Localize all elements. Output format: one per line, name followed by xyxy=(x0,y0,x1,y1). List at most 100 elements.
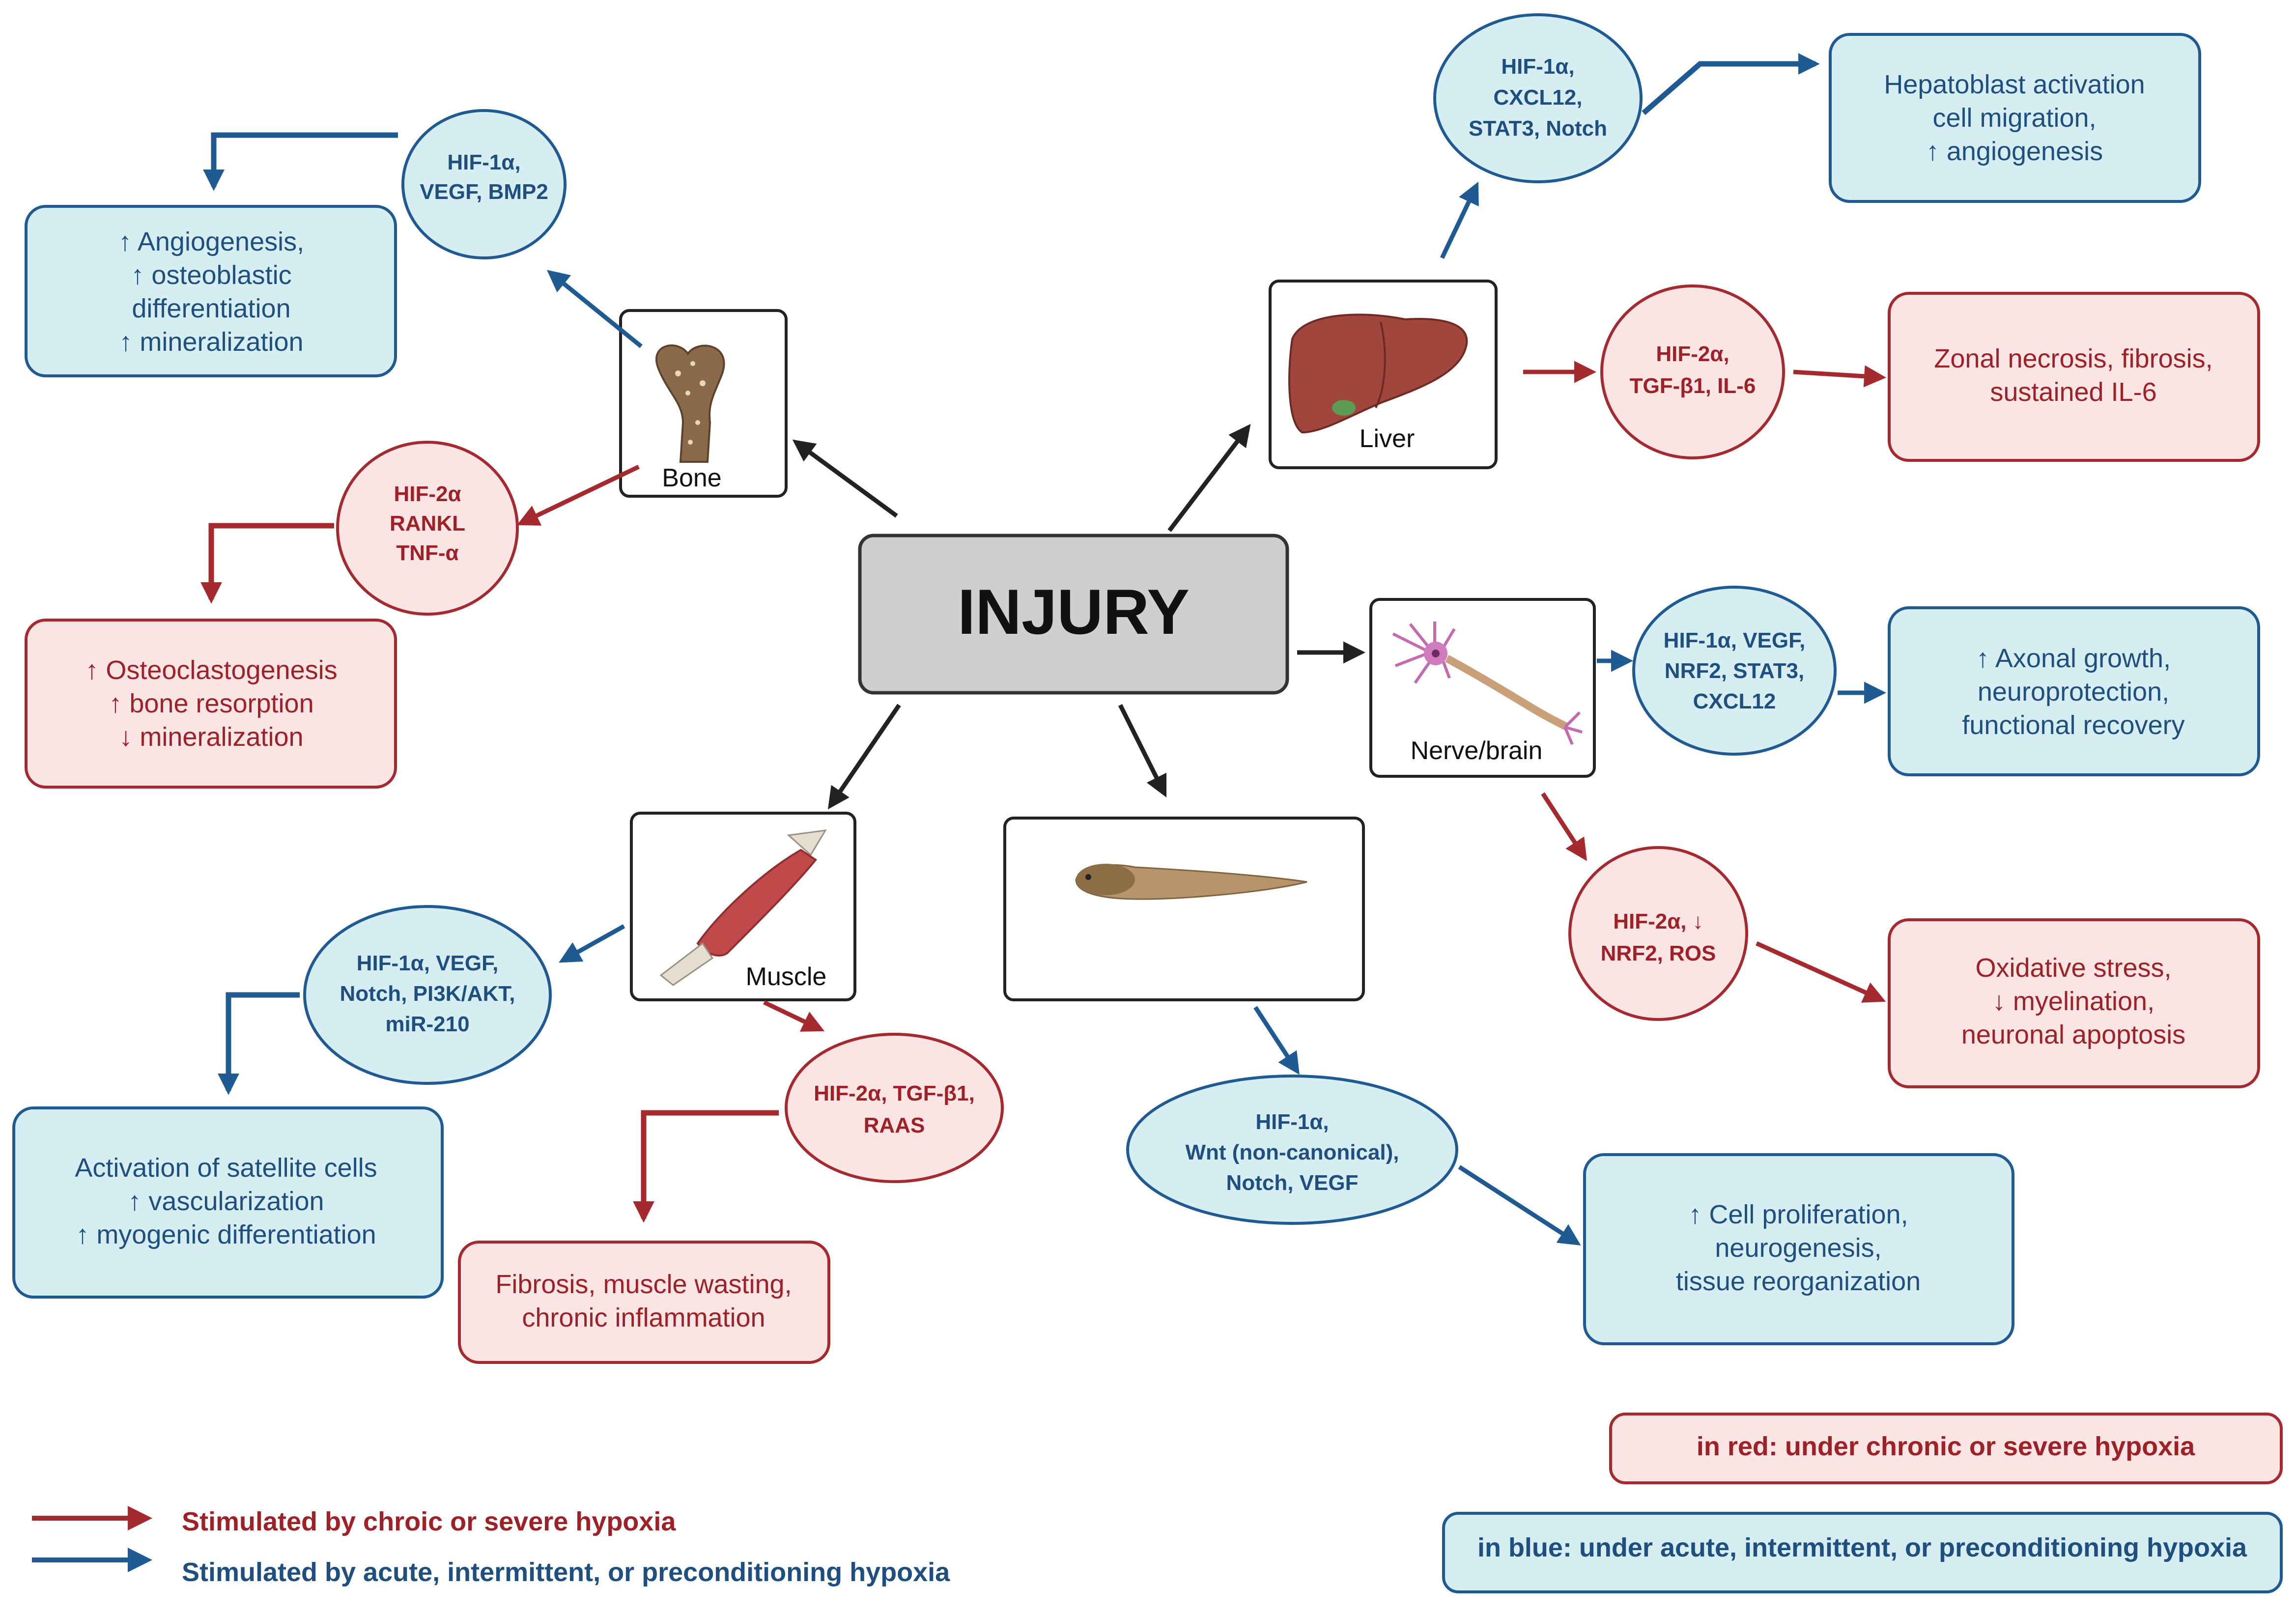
svg-text:chronic inflammation: chronic inflammation xyxy=(522,1303,765,1332)
injury-node: INJURY xyxy=(858,534,1289,695)
muscle-blue-oval-line: miR-210 xyxy=(385,1012,469,1036)
injury-arrows xyxy=(792,424,1365,810)
muscle-blue-box: Activation of satellite cells ↑ vascular… xyxy=(12,1106,444,1299)
legend-red-box-text: in red: under chronic or severe hypoxia xyxy=(1697,1432,2195,1461)
svg-text:Zonal necrosis, fibrosis,: Zonal necrosis, fibrosis, xyxy=(1934,344,2212,373)
bone-blue-box-line: ↑ osteoblastic xyxy=(131,260,291,290)
arrow-tadpole-blue-oval-to-box xyxy=(1458,1165,1581,1246)
arrow-to-liver xyxy=(1167,424,1251,532)
arrow-to-bone xyxy=(792,439,898,518)
legend-red-box xyxy=(1609,1413,2283,1484)
svg-text:Wnt (non-canonical),: Wnt (non-canonical), xyxy=(1185,1140,1399,1164)
tadpole-blue-oval-line: Wnt (non-canonical), xyxy=(1185,1140,1399,1164)
tadpole-blue-box-line: neurogenesis, xyxy=(1715,1233,1881,1263)
tadpole-organ-box xyxy=(1003,817,1365,1001)
muscle-blue-box-line: Activation of satellite cells xyxy=(75,1153,377,1183)
svg-text:HIF-1α,: HIF-1α, xyxy=(447,150,520,174)
arrow-red-oval-to-box xyxy=(200,523,334,604)
arrow-bone-to-red-oval xyxy=(516,464,640,526)
nerve-red-box-line: Oxidative stress, xyxy=(1975,953,2171,983)
bone-red-box: ↑ Osteoclastogenesis ↑ bone resorption ↓… xyxy=(25,619,397,789)
arrow-muscle-blue-oval-to-box xyxy=(218,992,300,1095)
bone-red-oval-line: TNF-α xyxy=(396,541,458,565)
nerve-red-box-line: ↓ myelination, xyxy=(1992,987,2154,1016)
nerve-organ-box: Nerve/brain xyxy=(1369,598,1596,778)
bone-blue-oval-line: HIF-1α, xyxy=(447,150,520,174)
tadpole-blue-oval-line: HIF-1α, xyxy=(1255,1110,1329,1134)
svg-text:CXCL12: CXCL12 xyxy=(1693,689,1776,713)
muscle-blue-oval: HIF-1α, VEGF, Notch, PI3K/AKT, miR-210 xyxy=(303,905,552,1085)
svg-text:Notch, PI3K/AKT,: Notch, PI3K/AKT, xyxy=(340,982,515,1006)
svg-text:differentiation: differentiation xyxy=(132,294,290,323)
svg-text:Oxidative stress,: Oxidative stress, xyxy=(1975,953,2171,983)
svg-text:NRF2, STAT3,: NRF2, STAT3, xyxy=(1665,659,1804,683)
bone-red-box-line: ↑ Osteoclastogenesis xyxy=(85,655,337,685)
svg-text:neuroprotection,: neuroprotection, xyxy=(1978,677,2169,707)
svg-text:↓ mineralization: ↓ mineralization xyxy=(119,722,303,752)
muscle-blue-box-line: ↑ vascularization xyxy=(128,1187,324,1216)
svg-text:↑ Angiogenesis,: ↑ Angiogenesis, xyxy=(118,227,304,256)
muscle-red-oval-line: HIF-2α, TGF-β1, xyxy=(814,1081,975,1105)
legend-blue-box-text: in blue: under acute, intermittent, or p… xyxy=(1477,1533,2247,1562)
svg-text:↑ angiogenesis: ↑ angiogenesis xyxy=(1926,137,2103,166)
liver-red-oval-line: HIF-2α, xyxy=(1656,342,1729,366)
muscle-blue-oval-line: HIF-1α, VEGF, xyxy=(357,951,499,975)
liver-red-box-line: Zonal necrosis, fibrosis, xyxy=(1934,344,2212,373)
svg-text:HIF-1α,: HIF-1α, xyxy=(1255,1110,1329,1134)
svg-text:HIF-2α,: HIF-2α, xyxy=(1656,342,1729,366)
arrow-nerve-to-red-oval xyxy=(1541,792,1587,861)
bone-organ-box: Bone xyxy=(619,309,788,498)
svg-text:miR-210: miR-210 xyxy=(385,1012,469,1036)
legend-red-text: Stimulated by chroic or severe hypoxia xyxy=(182,1507,676,1536)
liver-blue-oval-line: CXCL12, xyxy=(1494,85,1583,110)
svg-text:↑ Axonal growth,: ↑ Axonal growth, xyxy=(1976,644,2171,673)
liver-red-box: Zonal necrosis, fibrosis, sustained IL-6 xyxy=(1888,292,2260,462)
arrow-liver-red-oval-to-box xyxy=(1793,365,1886,388)
muscle-red-oval-line: RAAS xyxy=(864,1113,925,1137)
muscle-red-oval: HIF-2α, TGF-β1, RAAS xyxy=(785,1033,1004,1183)
bone-blue-box: ↑ Angiogenesis, ↑ osteoblastic different… xyxy=(25,205,397,377)
legend-blue-box xyxy=(1442,1512,2283,1593)
nerve-blue-box: ↑ Axonal growth, neuroprotection, functi… xyxy=(1888,606,2260,776)
liver-blue-oval: HIF-1α, CXCL12, STAT3, Notch xyxy=(1433,13,1643,183)
arrow-liver-blue-oval-to-box xyxy=(1642,53,1820,115)
svg-text:↑ mineralization: ↑ mineralization xyxy=(119,327,303,357)
liver-label: Liver xyxy=(1360,425,1415,453)
nerve-blue-box-line: ↑ Axonal growth, xyxy=(1976,644,2171,673)
bone-icon xyxy=(655,344,725,463)
svg-text:tissue reorganization: tissue reorganization xyxy=(1676,1267,1921,1296)
bone-blue-box-line: ↑ mineralization xyxy=(119,327,303,357)
muscle-red-box-line: Fibrosis, muscle wasting, xyxy=(495,1270,792,1299)
bone-blue-box-line: differentiation xyxy=(132,294,290,323)
neuron-icon xyxy=(1392,622,1583,745)
tadpole-blue-box-line: tissue reorganization xyxy=(1676,1267,1921,1296)
muscle-label: Muscle xyxy=(746,963,827,991)
nerve-label: Nerve/brain xyxy=(1411,736,1543,765)
arrow-to-tadpole xyxy=(1118,704,1167,798)
legend: Stimulated by chroic or severe hypoxia S… xyxy=(32,1413,2283,1593)
svg-text:cell migration,: cell migration, xyxy=(1932,103,2096,133)
arrow-muscle-to-red-oval xyxy=(763,1000,825,1032)
liver-blue-box-line: ↑ angiogenesis xyxy=(1926,137,2103,166)
svg-text:HIF-1α, VEGF,: HIF-1α, VEGF, xyxy=(357,951,499,975)
svg-text:HIF-2α, TGF-β1,: HIF-2α, TGF-β1, xyxy=(814,1081,975,1105)
nerve-red-oval-line: HIF-2α, ↓ xyxy=(1613,909,1703,934)
svg-text:sustained IL-6: sustained IL-6 xyxy=(1990,377,2156,407)
svg-text:↑ myogenic differentiation: ↑ myogenic differentiation xyxy=(76,1220,376,1249)
liver-red-oval: HIF-2α, TGF-β1, IL-6 xyxy=(1600,284,1785,459)
bone-red-oval-line: RANKL xyxy=(390,511,465,536)
svg-text:VEGF, BMP2: VEGF, BMP2 xyxy=(420,180,548,204)
bone-blue-box-line: ↑ Angiogenesis, xyxy=(118,227,304,256)
arrow-tadpole-to-blue-oval xyxy=(1253,1006,1300,1075)
tadpole-blue-oval-line: Notch, VEGF xyxy=(1226,1171,1359,1195)
svg-text:Notch, VEGF: Notch, VEGF xyxy=(1226,1171,1359,1195)
nerve-blue-oval-line: NRF2, STAT3, xyxy=(1665,659,1804,683)
svg-text:RAAS: RAAS xyxy=(864,1113,925,1137)
muscle-blue-oval-line: Notch, PI3K/AKT, xyxy=(340,982,515,1006)
arrow-bone-to-blue-oval xyxy=(547,270,643,348)
svg-text:RANKL: RANKL xyxy=(390,511,465,536)
bone-red-box-line: ↑ bone resorption xyxy=(109,689,313,718)
liver-blue-oval-line: HIF-1α, xyxy=(1501,55,1574,79)
tadpole-blue-box-line: ↑ Cell proliferation, xyxy=(1688,1200,1908,1229)
svg-text:Activation of satellite cells: Activation of satellite cells xyxy=(75,1153,377,1183)
